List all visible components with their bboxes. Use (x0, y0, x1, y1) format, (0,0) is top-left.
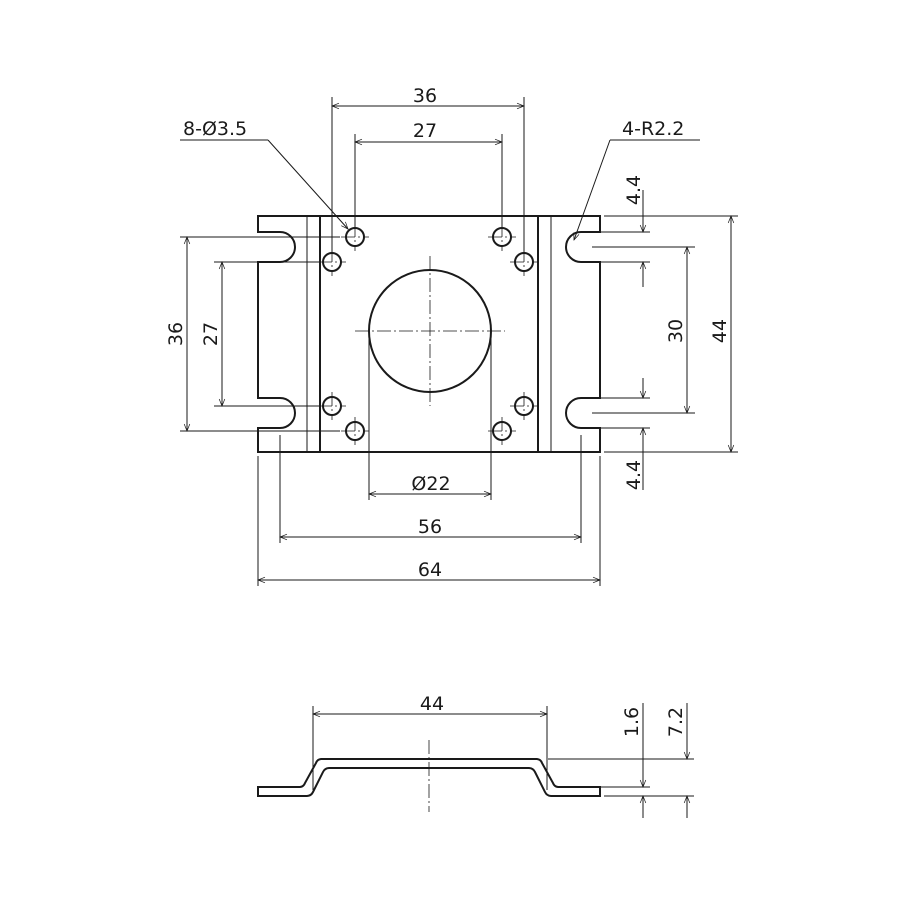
dim-label: 64 (418, 559, 442, 581)
dim-label: 1.6 (621, 707, 643, 737)
dim-36-left: 36 (165, 236, 191, 432)
dim-36-top: 36 (331, 85, 525, 252)
leader-holes: 8-Ø3.5 (180, 118, 349, 230)
dim-label: 44 (420, 693, 444, 715)
leader-slots: 4-R2.2 (573, 118, 700, 241)
dim-bore: Ø22 (368, 331, 492, 500)
dim-label: 30 (665, 319, 687, 343)
dim-30: 30 (665, 246, 691, 414)
dim-27-left: 27 (200, 261, 226, 407)
dim-label: 7.2 (665, 707, 687, 737)
dim-label: Ø22 (411, 473, 450, 495)
plate-outline (257, 215, 601, 453)
hole-centerlines (318, 223, 538, 445)
dim-4-4-upper: 4.4 (623, 175, 647, 287)
dim-44-right: 44 (709, 215, 735, 453)
top-view: 36 27 8-Ø3.5 4-R2.2 (165, 85, 738, 586)
dim-label: 4.4 (623, 175, 645, 205)
dim-1-6: 1.6 (621, 703, 647, 818)
holes-note: 8-Ø3.5 (183, 118, 247, 140)
dim-7-2: 7.2 (665, 703, 691, 818)
dim-label: 56 (418, 516, 442, 538)
dim-label: 36 (165, 322, 187, 346)
dim-label: 36 (413, 85, 437, 107)
side-view: 44 1.6 7.2 (257, 693, 694, 818)
dim-label: 44 (709, 319, 731, 343)
dim-label: 4.4 (623, 460, 645, 490)
dim-64: 64 (257, 456, 601, 586)
slots-note: 4-R2.2 (622, 118, 684, 140)
dim-4-4-lower: 4.4 (623, 378, 647, 490)
dim-44-side: 44 (312, 693, 548, 790)
dim-label: 27 (413, 120, 437, 142)
dim-56: 56 (279, 435, 582, 543)
bracket-profile (257, 758, 601, 797)
dim-label: 27 (200, 322, 222, 346)
dim-27-top: 27 (354, 120, 503, 228)
